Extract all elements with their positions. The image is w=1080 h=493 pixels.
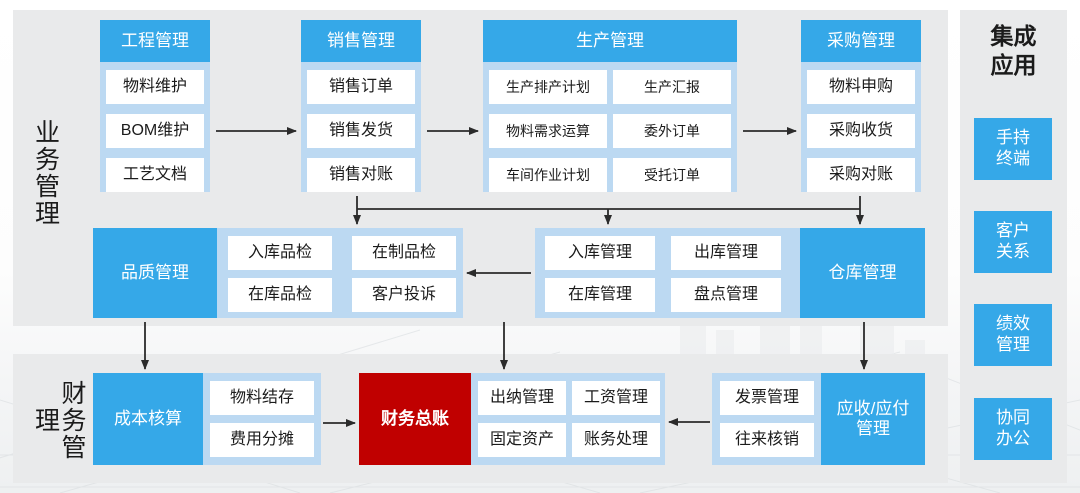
tile-sales-2[interactable]: 销售对账 xyxy=(307,158,415,192)
chip-line-1: 手持 xyxy=(996,128,1030,148)
integration-chip-handheld-terminal[interactable]: 手持 终端 xyxy=(974,118,1052,180)
tile-engineering-2[interactable]: 工艺文档 xyxy=(106,158,204,192)
tile-warehouse-2[interactable]: 在库管理 xyxy=(545,278,655,312)
tile-engineering-1[interactable]: BOM维护 xyxy=(106,114,204,148)
receivable-header-line-1: 应收/应付 xyxy=(836,398,910,418)
tile-warehouse-3[interactable]: 盘点管理 xyxy=(671,278,781,312)
tile-receivable-0[interactable]: 发票管理 xyxy=(720,381,814,415)
tile-quality-2[interactable]: 在库品检 xyxy=(228,278,332,312)
tile-quality-0[interactable]: 入库品检 xyxy=(228,236,332,270)
tile-purchasing-0[interactable]: 物料申购 xyxy=(807,70,915,104)
finance-section-title: 财务管理 xyxy=(31,379,87,461)
tile-quality-1[interactable]: 在制品检 xyxy=(352,236,456,270)
integration-title-line-1: 集成 xyxy=(990,23,1037,49)
tile-production-left-1[interactable]: 物料需求运算 xyxy=(489,114,607,148)
tile-sales-0[interactable]: 销售订单 xyxy=(307,70,415,104)
tile-sales-1[interactable]: 销售发货 xyxy=(307,114,415,148)
tile-cost-1[interactable]: 费用分摊 xyxy=(210,423,314,457)
tile-purchasing-1[interactable]: 采购收货 xyxy=(807,114,915,148)
chip-line-1: 绩效 xyxy=(996,314,1030,334)
general-ledger-group-header[interactable]: 财务总账 xyxy=(359,373,471,465)
warehouse-group-header[interactable]: 仓库管理 xyxy=(800,228,925,318)
tile-warehouse-0[interactable]: 入库管理 xyxy=(545,236,655,270)
integration-chip-customer-relations[interactable]: 客户 关系 xyxy=(974,211,1052,273)
chip-line-2: 管理 xyxy=(996,335,1030,354)
tile-production-right-0[interactable]: 生产汇报 xyxy=(613,70,731,104)
purchasing-group-header[interactable]: 采购管理 xyxy=(801,20,921,62)
tile-warehouse-1[interactable]: 出库管理 xyxy=(671,236,781,270)
tile-ledger-1[interactable]: 工资管理 xyxy=(572,381,660,415)
production-group-header[interactable]: 生产管理 xyxy=(483,20,737,62)
integration-title-line-2: 应用 xyxy=(990,51,1037,78)
receivable-header-line-2: 管理 xyxy=(855,419,890,438)
quality-group-header[interactable]: 品质管理 xyxy=(93,228,217,318)
engineering-group-header[interactable]: 工程管理 xyxy=(100,20,210,62)
tile-receivable-1[interactable]: 往来核销 xyxy=(720,423,814,457)
tile-production-left-2[interactable]: 车间作业计划 xyxy=(489,158,607,192)
chip-line-2: 关系 xyxy=(996,242,1030,261)
integration-chip-collaborative-office[interactable]: 协同 办公 xyxy=(974,398,1052,460)
receivable-payable-group-header[interactable]: 应收/应付 管理 xyxy=(821,373,925,465)
cost-accounting-group-header[interactable]: 成本核算 xyxy=(93,373,203,465)
tile-production-right-1[interactable]: 委外订单 xyxy=(613,114,731,148)
tile-cost-0[interactable]: 物料结存 xyxy=(210,381,314,415)
chip-line-1: 协同 xyxy=(996,408,1030,428)
tile-purchasing-2[interactable]: 采购对账 xyxy=(807,158,915,192)
tile-ledger-2[interactable]: 固定资产 xyxy=(478,423,566,457)
tile-production-right-2[interactable]: 受托订单 xyxy=(613,158,731,192)
chip-line-2: 办公 xyxy=(996,429,1030,448)
integration-section-title: 集成 应用 xyxy=(960,22,1067,80)
tile-production-left-0[interactable]: 生产排产计划 xyxy=(489,70,607,104)
tile-engineering-0[interactable]: 物料维护 xyxy=(106,70,204,104)
integration-chip-performance-management[interactable]: 绩效 管理 xyxy=(974,304,1052,366)
tile-quality-3[interactable]: 客户投诉 xyxy=(352,278,456,312)
business-section-title: 业务管理 xyxy=(31,119,60,227)
chip-line-1: 客户 xyxy=(996,221,1030,241)
sales-group-header[interactable]: 销售管理 xyxy=(301,20,421,62)
tile-ledger-3[interactable]: 账务处理 xyxy=(572,423,660,457)
chip-line-2: 终端 xyxy=(996,149,1030,168)
tile-ledger-0[interactable]: 出纳管理 xyxy=(478,381,566,415)
